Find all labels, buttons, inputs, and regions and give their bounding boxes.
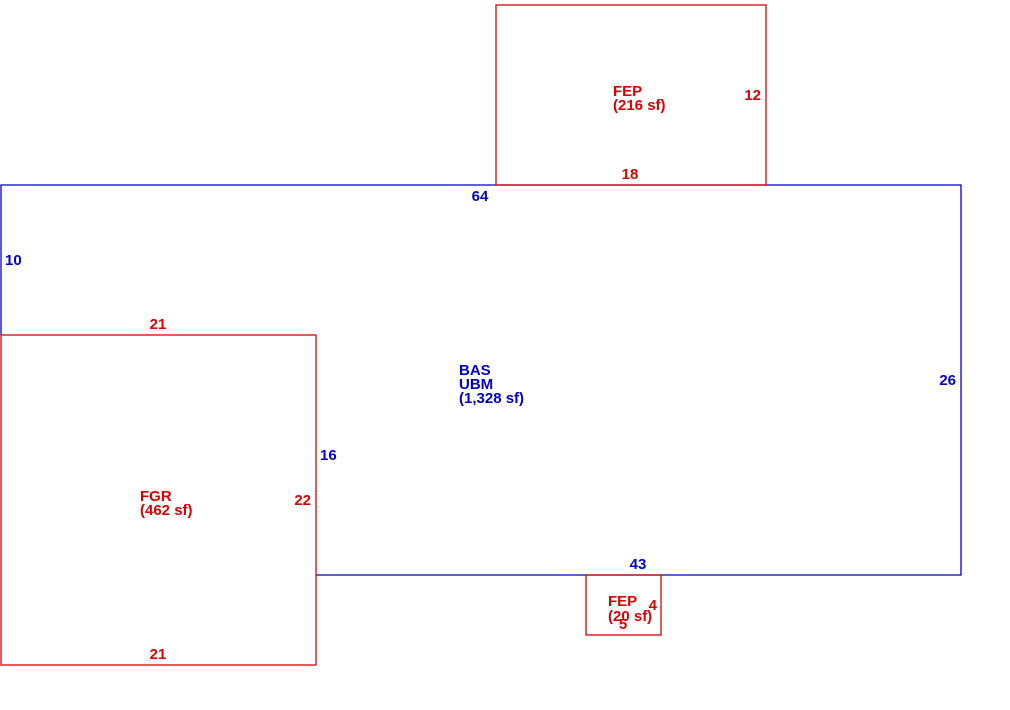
fgr-code: FGR	[140, 488, 172, 505]
fep-top-code: FEP	[613, 83, 642, 100]
bas-dimensions: 64 10 26 43 16	[5, 188, 956, 573]
fgr-dim-top: 21	[150, 316, 167, 333]
bas-dim-left: 10	[5, 252, 22, 269]
fgr-dim-right: 22	[294, 492, 311, 509]
fgr-dim-bottom: 21	[150, 646, 167, 663]
fep-top-dim-right: 12	[744, 87, 761, 104]
bas-dim-top: 64	[472, 188, 489, 205]
fep-bottom-dim-bottom: 5	[619, 616, 627, 633]
fep-top-outline	[495, 4, 767, 186]
bas-dim-right: 26	[939, 372, 956, 389]
fgr-label: FGR (462 sf) 21 22 21	[140, 316, 311, 663]
fep-top-area: (216 sf)	[613, 97, 666, 114]
fep-bottom-area: (20 sf)	[608, 608, 652, 625]
bas-dim-bottom: 43	[630, 556, 647, 573]
ubm-code: UBM	[459, 376, 493, 393]
fep-bottom-code: FEP	[608, 593, 637, 610]
fep-bottom-outline	[585, 574, 662, 636]
fgr-outline	[0, 334, 317, 666]
bas-label: BAS UBM (1,328 sf)	[459, 362, 524, 407]
fep-bottom-label: FEP (20 sf) 4 5	[608, 593, 658, 633]
fep-top-dim-bottom: 18	[622, 166, 639, 183]
bas-dim-garage-side: 16	[320, 447, 337, 464]
fep-top-label: FEP (216 sf) 12 18	[613, 83, 761, 183]
bas-outline	[0, 184, 962, 576]
fgr-area: (462 sf)	[140, 502, 193, 519]
bas-area: (1,328 sf)	[459, 390, 524, 407]
bas-code: BAS	[459, 362, 491, 379]
fep-bottom-dim-right: 4	[649, 597, 658, 614]
